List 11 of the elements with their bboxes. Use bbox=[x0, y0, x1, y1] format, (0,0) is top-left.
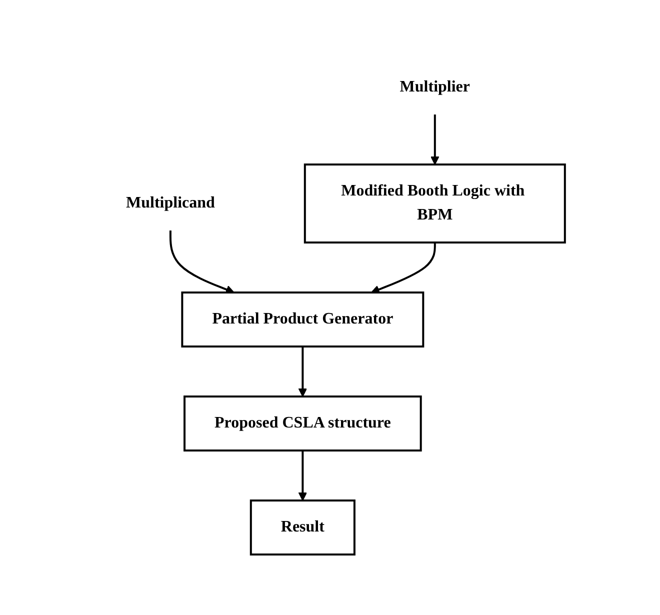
node-text: Multiplier bbox=[399, 78, 470, 96]
arrow bbox=[298, 450, 307, 501]
arrow bbox=[430, 114, 439, 165]
arrow bbox=[298, 346, 307, 397]
node-box: Partial Product Generator bbox=[180, 292, 424, 348]
node-box: Modified Booth Logic with BPM bbox=[303, 164, 566, 244]
node-box: Result bbox=[249, 500, 355, 556]
arrow bbox=[370, 242, 436, 294]
node-text: Multiplicand bbox=[126, 194, 214, 212]
arrow bbox=[169, 230, 234, 294]
node-box: Proposed CSLA structure bbox=[183, 396, 422, 452]
